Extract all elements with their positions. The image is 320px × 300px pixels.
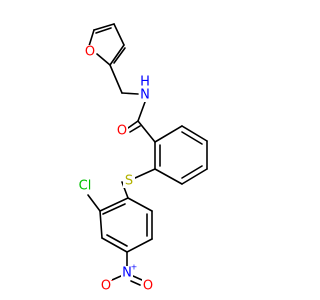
molecule-structure: O N H O S Cl N + O - xyxy=(76,23,208,294)
bond-benz-1-2 xyxy=(154,125,183,143)
amide-oxygen-label: O xyxy=(117,124,127,139)
nitro-oxygen-left-label: O xyxy=(101,279,111,294)
bond-benz-4-5-double xyxy=(181,165,203,179)
bond-furan-c4-c5-double xyxy=(95,27,112,34)
furan-oxygen-label: O xyxy=(85,45,95,60)
bond-furan-c2-c3 xyxy=(109,44,125,66)
nitro-oxygen-left-atom: O - xyxy=(100,276,114,294)
bond-n-o-left xyxy=(111,275,122,281)
bond-furan-c3-c4 xyxy=(113,23,125,46)
bond-furan-o-c2 xyxy=(96,53,111,66)
bond-benz-s xyxy=(134,168,156,179)
bond-n-o-right xyxy=(132,275,143,281)
nitro-oxygen-left-charge: - xyxy=(111,276,114,285)
bond-benz-4-5 xyxy=(181,168,208,185)
bond-layer xyxy=(87,23,208,286)
bond-benz-2-3-double xyxy=(181,131,203,145)
bond-aryl-6-1 xyxy=(127,197,153,212)
bond-n-o-right-double xyxy=(130,280,141,286)
bond-n-carbonyl xyxy=(137,101,146,122)
bond-carbonyl-o-double xyxy=(129,125,141,133)
thioether-sulfur-atom: S xyxy=(123,174,135,189)
nitro-nitrogen-label: N xyxy=(122,266,132,281)
bond-aryl-1-2-double xyxy=(102,203,126,215)
bond-aryl-3-4 xyxy=(101,237,128,253)
nitro-oxygen-right-label: O xyxy=(143,279,153,294)
nitro-oxygen-right-atom: O xyxy=(142,279,154,294)
nitro-nitrogen-atom: N + xyxy=(121,263,137,281)
bond-benz-5-6 xyxy=(154,168,183,185)
bond-aryl-1-2 xyxy=(99,197,129,212)
bond-aryl-2-3 xyxy=(99,210,103,239)
bond-carbonyl-ring xyxy=(137,120,156,143)
bond-furan-c4-c5 xyxy=(93,23,115,31)
atom-label-layer: O N H O S Cl N + O - xyxy=(76,45,154,294)
thioether-sulfur-label: S xyxy=(125,174,133,189)
nitro-nitrogen-charge: + xyxy=(131,263,138,272)
bond-aryl-cl xyxy=(87,194,101,212)
bond-benz-2-3 xyxy=(181,125,208,142)
bond-furan-c5-o xyxy=(88,29,95,47)
bond-c2-ch2 xyxy=(109,64,123,94)
chlorine-atom: Cl xyxy=(76,179,94,194)
amide-nitrogen-label: N xyxy=(140,88,150,103)
bond-ch2-n xyxy=(121,92,139,95)
amide-oxygen-atom: O xyxy=(116,124,128,139)
chlorine-label: Cl xyxy=(79,179,92,194)
amide-nitrogen-atom: N H xyxy=(139,75,151,103)
bond-aryl-4-5 xyxy=(126,238,153,253)
bond-furan-c2-c3-double xyxy=(113,47,126,64)
bond-carbonyl-o xyxy=(127,120,139,129)
bond-aryl-3-4-double xyxy=(106,234,128,247)
furan-oxygen-atom: O xyxy=(84,45,96,60)
amide-hydrogen-label: H xyxy=(140,75,150,90)
